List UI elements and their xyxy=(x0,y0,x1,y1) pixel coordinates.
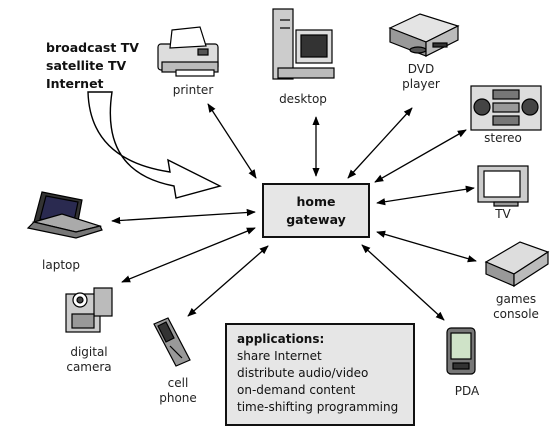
dvd-player-icon xyxy=(388,13,460,57)
desktop-label: desktop xyxy=(279,92,327,106)
source-broadcast-tv: broadcast TV xyxy=(46,40,139,55)
cell-label-line2: phone xyxy=(159,391,197,405)
pda-icon xyxy=(446,327,476,375)
digital-camera-label: digital camera xyxy=(64,345,114,375)
digital-camera-icon xyxy=(65,287,113,333)
cell-label-line1: cell xyxy=(167,376,189,390)
stereo-label: stereo xyxy=(484,131,522,145)
desktop-icon xyxy=(272,8,335,80)
connector-arrows xyxy=(111,103,477,321)
games-console-label: games console xyxy=(490,292,542,322)
arrow-tv xyxy=(376,185,475,206)
arrow-printer xyxy=(207,103,257,179)
applications-heading: applications: xyxy=(237,332,325,346)
arrow-dvd xyxy=(347,107,413,179)
source-internet: Internet xyxy=(46,76,104,91)
arrow-games xyxy=(376,230,477,263)
games-label-line2: console xyxy=(493,307,539,321)
home-gateway-line2: gateway xyxy=(286,211,346,227)
arrow-pda xyxy=(361,244,445,321)
application-item: on-demand content xyxy=(237,383,356,397)
arrow-cell xyxy=(187,245,269,317)
arrow-camera xyxy=(121,227,256,283)
input-arrow xyxy=(87,91,222,199)
dvd-player-label: DVD player xyxy=(398,62,444,92)
applications-box: applications: share Internet distribute … xyxy=(225,323,415,426)
arrow-stereo xyxy=(374,129,467,183)
printer-icon xyxy=(157,26,219,77)
camera-label-line2: camera xyxy=(66,360,112,374)
camera-label-line1: digital xyxy=(70,345,108,359)
tv-label: TV xyxy=(495,207,511,221)
cell-phone-icon xyxy=(153,317,191,367)
application-item: distribute audio/video xyxy=(237,366,369,380)
source-list: broadcast TV satellite TV Internet xyxy=(46,39,139,93)
stereo-icon xyxy=(470,85,542,131)
games-label-line1: games xyxy=(495,292,537,306)
printer-label: printer xyxy=(172,83,214,97)
dvd-label-line2: player xyxy=(402,77,440,91)
source-satellite-tv: satellite TV xyxy=(46,58,127,73)
tv-icon xyxy=(477,165,529,207)
laptop-icon xyxy=(26,191,103,239)
home-gateway-line1: home xyxy=(296,193,336,209)
application-item: share Internet xyxy=(237,349,322,363)
cell-phone-label: cell phone xyxy=(158,376,198,406)
application-item: time-shifting programming xyxy=(237,400,399,414)
home-gateway-box: home gateway xyxy=(262,183,370,238)
laptop-label: laptop xyxy=(42,258,80,272)
pda-label: PDA xyxy=(454,384,480,398)
arrow-laptop xyxy=(111,208,256,225)
dvd-label-line1: DVD xyxy=(407,62,435,76)
games-console-icon xyxy=(484,241,550,288)
